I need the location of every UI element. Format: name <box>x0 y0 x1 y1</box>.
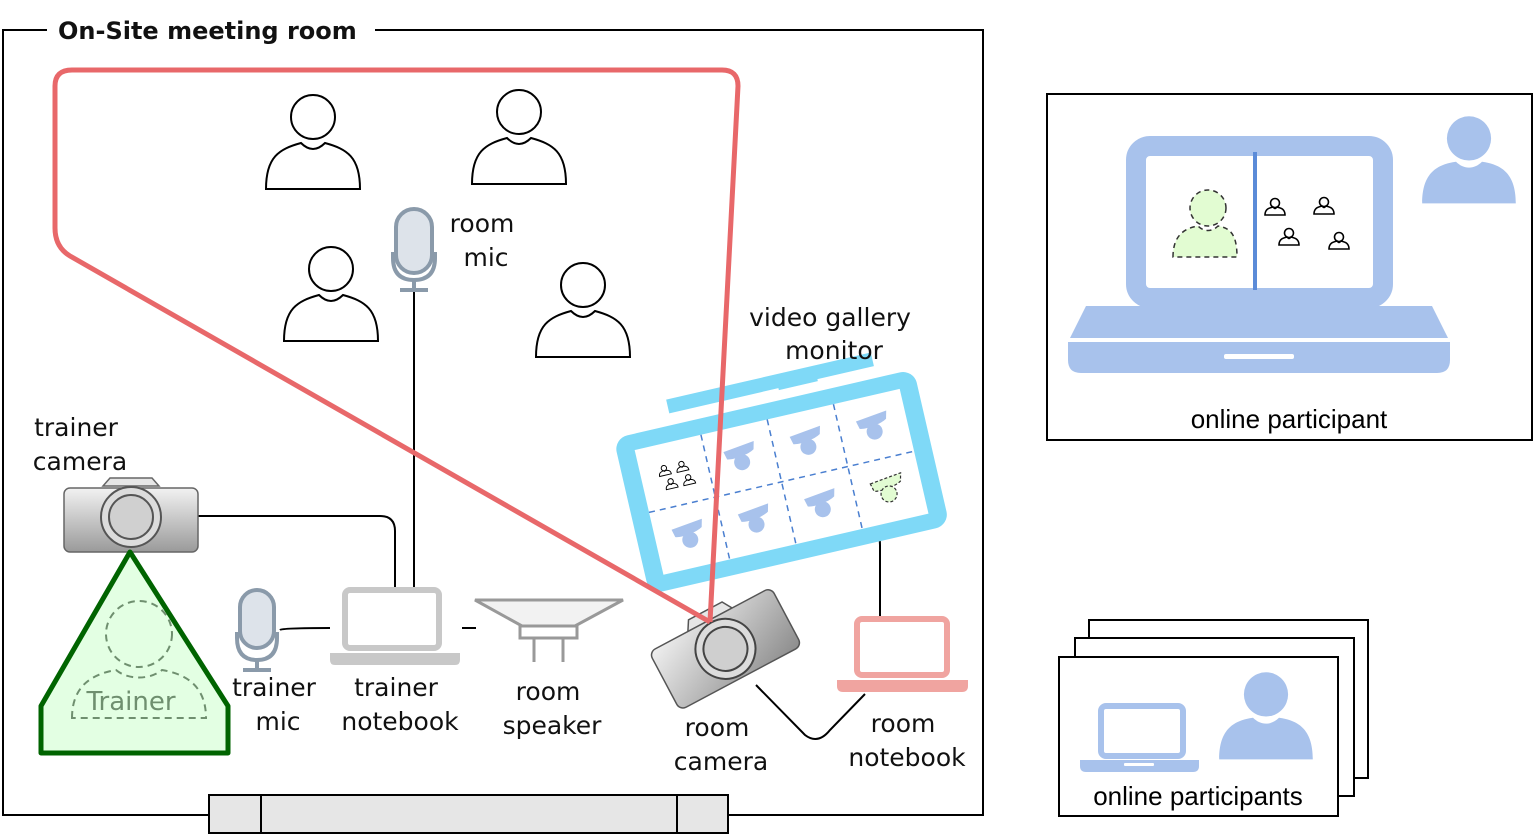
room-participant-1 <box>265 94 361 190</box>
online-participants-label: online participants <box>1093 781 1303 811</box>
cables <box>198 290 881 740</box>
room-notebook-label: room notebook <box>848 709 966 772</box>
video-gallery-monitor-label: video gallery monitor <box>749 303 919 365</box>
room-participant-2 <box>471 89 567 185</box>
trainer-label: Trainer <box>85 687 175 717</box>
trainer-zone <box>38 549 231 756</box>
room-speaker-label: room speaker <box>503 677 603 740</box>
room-notebook-icon <box>837 616 968 692</box>
room-title: On-Site meeting room <box>58 17 357 45</box>
video-gallery-monitor-icon <box>616 352 947 592</box>
online-participants-laptop-icon <box>1080 703 1199 772</box>
room-camera-view-outline <box>52 67 741 625</box>
trainer-camera-label: trainer camera <box>33 413 127 476</box>
online-participant-label: online participant <box>1191 404 1388 434</box>
room-participant-3 <box>283 246 379 342</box>
trainer-notebook-label: trainer notebook <box>341 673 459 736</box>
online-participant-laptop-icon <box>1068 136 1450 373</box>
room-mic-icon <box>391 207 437 292</box>
trainer-mic-label: trainer mic <box>232 673 324 736</box>
room-speaker-icon <box>474 598 624 662</box>
room-participant-4 <box>535 262 631 358</box>
room-mic-label: room mic <box>450 209 523 272</box>
trainer-mic-icon <box>235 588 279 672</box>
featured-speaker-icon <box>1172 189 1238 258</box>
room-camera-label: room camera <box>674 713 768 776</box>
trainer-camera-icon <box>63 477 199 553</box>
door-icon <box>208 794 729 834</box>
trainer-notebook-icon <box>330 587 460 665</box>
